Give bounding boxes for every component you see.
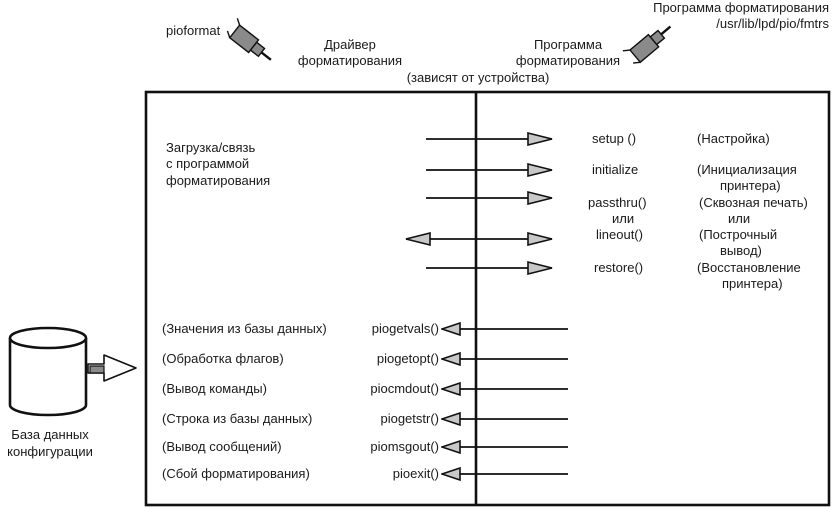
database-label-line1: База данных (11, 427, 89, 442)
database-label-line2: конфигурации (7, 444, 93, 459)
service-name-piogetstr: piogetstr() (380, 411, 439, 426)
arrow-right-icon (87, 354, 137, 382)
routine-desc-restore-line2: принтера) (722, 276, 783, 291)
load-link-line2: с программой (166, 156, 249, 171)
main-frame (144, 90, 831, 507)
service-desc-pioexit: (Сбой форматирования) (162, 466, 310, 481)
routine-desc-setup: (Настройка) (697, 131, 770, 146)
plug-icon (226, 18, 272, 61)
database-cylinder-icon (8, 326, 88, 417)
program-label-line1: Программа (534, 37, 603, 52)
routine-name-restore: restore() (594, 260, 643, 275)
routine-desc-initialize-line2: принтера) (720, 178, 781, 193)
formatter-label-line1: Программа форматирования (653, 0, 829, 15)
pioformat-label: pioformat (166, 23, 221, 38)
program-label-line2: форматирования (516, 53, 620, 68)
routine-desc-lineout-line2: вывод) (720, 243, 762, 258)
routine-desc-restore-line1: (Восстановление (697, 260, 801, 275)
routine-desc-lineout-line1: (Построчный (699, 227, 777, 242)
routine-name-setup: setup () (592, 131, 636, 146)
service-desc-piogetstr: (Строка из базы данных) (162, 411, 312, 426)
service-name-pioexit: pioexit() (393, 466, 439, 481)
service-desc-piogetvals: (Значения из базы данных) (162, 321, 327, 336)
driver-label-line2: форматирования (298, 53, 402, 68)
routine-name-or: или (612, 211, 634, 226)
routine-desc-passthru: (Сквозная печать) (699, 195, 808, 210)
routine-name-lineout: lineout() (596, 227, 643, 242)
service-desc-piocmdout: (Вывод команды) (162, 381, 267, 396)
service-name-piocmdout: piocmdout() (370, 381, 439, 396)
load-link-line1: Загрузка/связь (166, 140, 255, 155)
routine-desc-or: или (728, 211, 750, 226)
routine-desc-initialize-line1: (Инициализация (697, 162, 797, 177)
device-dependent-label: (зависят от устройства) (407, 70, 550, 85)
service-name-piomsgout: piomsgout() (370, 439, 439, 454)
routine-name-initialize: initialize (592, 162, 638, 177)
service-name-piogetvals: piogetvals() (372, 321, 439, 336)
service-desc-piogetopt: (Обработка флагов) (162, 351, 284, 366)
routine-name-passthru: passthru() (588, 195, 647, 210)
plug-icon (622, 25, 672, 64)
driver-label-line1: Драйвер (324, 37, 376, 52)
load-link-line3: форматирования (166, 173, 270, 188)
service-name-piogetopt: piogetopt() (377, 351, 439, 366)
service-desc-piomsgout: (Вывод сообщений) (162, 439, 282, 454)
formatter-label-line2: /usr/lib/lpd/pio/fmtrs (716, 16, 829, 31)
